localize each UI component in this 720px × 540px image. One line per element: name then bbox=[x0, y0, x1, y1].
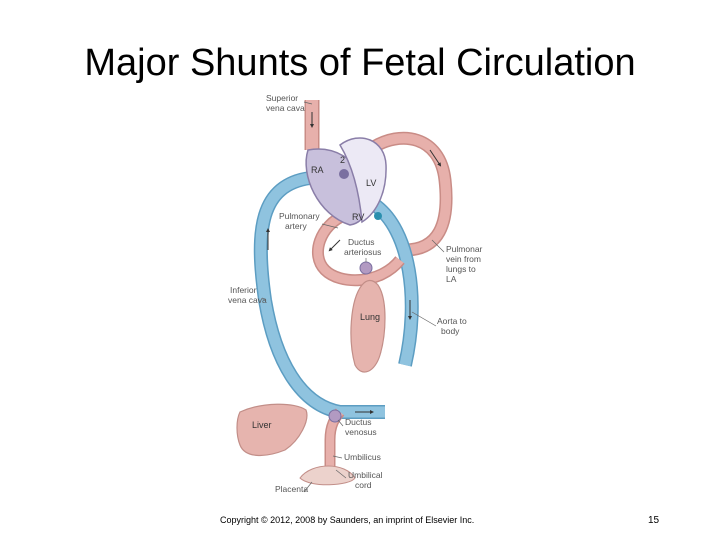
rv-outflow bbox=[374, 212, 382, 220]
ductus-venosus-shunt bbox=[328, 409, 342, 423]
chamber-label-lv: LV bbox=[366, 178, 376, 188]
label-superior-vena-cava: Superior vena cava bbox=[266, 93, 305, 113]
page-number: 15 bbox=[648, 515, 660, 526]
organ-label-liver: Liver bbox=[252, 420, 272, 430]
label-ductus-arteriosus: Ductus arteriosus bbox=[344, 237, 381, 257]
slide-title: Major Shunts of Fetal Circulation bbox=[84, 42, 636, 84]
foramen-ovale bbox=[339, 169, 349, 179]
placenta-organ bbox=[299, 465, 356, 486]
chamber-label-ra: RA bbox=[311, 165, 324, 175]
copyright-footer: Copyright © 2012, 2008 by Saunders, an i… bbox=[220, 515, 475, 525]
label-inferior-vena-cava: Inferior vena cava bbox=[228, 285, 267, 305]
organ-label-lung: Lung bbox=[360, 312, 380, 322]
label-umbilical-cord: Umbilical cord bbox=[348, 470, 385, 490]
ductus-arteriosus-shunt bbox=[359, 261, 373, 275]
label-placenta: Placenta bbox=[275, 484, 308, 494]
lung-organ bbox=[350, 279, 386, 373]
label-umbilicus: Umbilicus bbox=[344, 452, 381, 462]
leader-lines bbox=[261, 101, 445, 493]
label-ductus-venosus: Ductus venosus bbox=[345, 417, 377, 437]
chamber-label-la: 2 bbox=[340, 155, 345, 165]
heart-left-chambers bbox=[339, 137, 387, 224]
label-pulmonary-artery: Pulmonary artery bbox=[279, 211, 322, 231]
label-pulmonary-vein: Pulmonar vein from lungs to LA bbox=[446, 244, 485, 284]
liver-organ bbox=[236, 403, 308, 456]
chamber-label-rv: RV bbox=[352, 212, 364, 222]
label-aorta: Aorta to body bbox=[437, 316, 469, 336]
